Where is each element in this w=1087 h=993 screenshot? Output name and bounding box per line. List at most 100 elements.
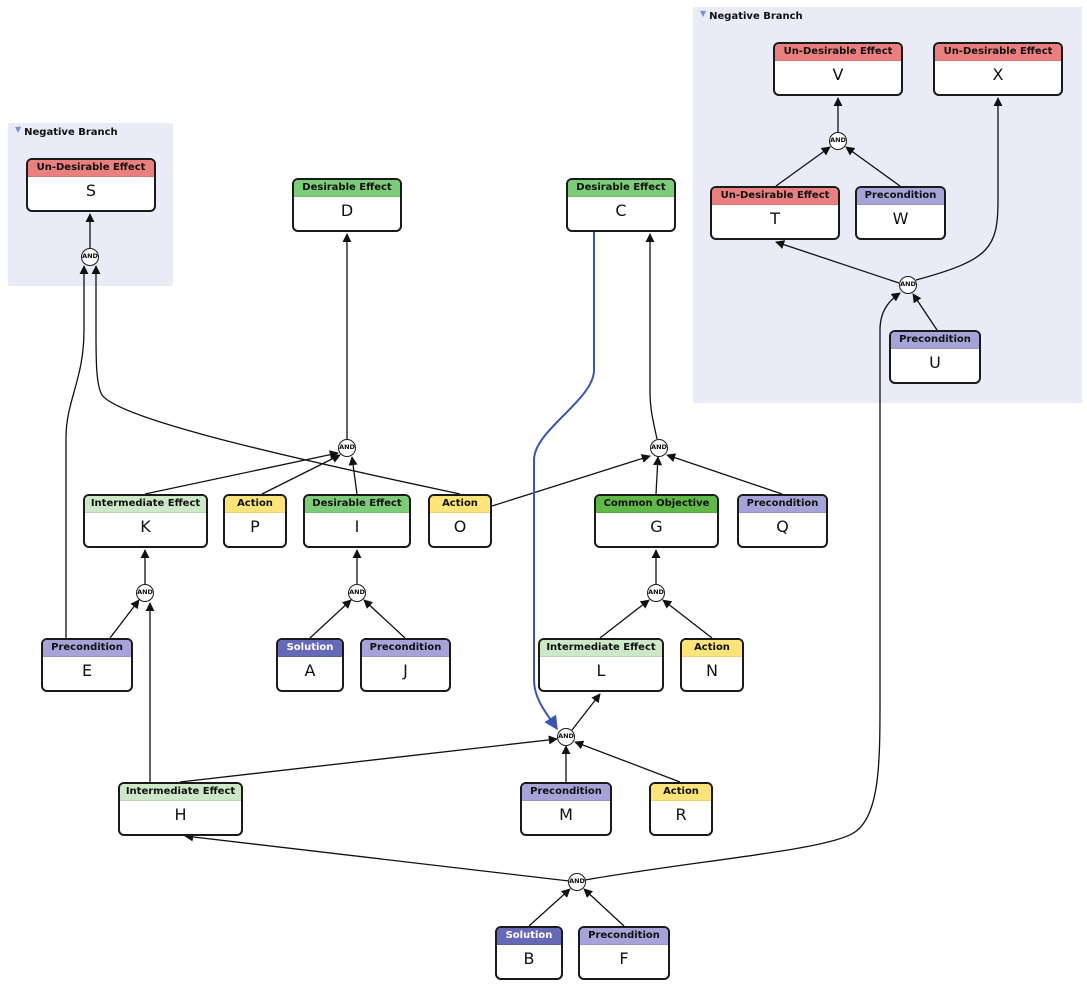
node-label: D xyxy=(340,201,354,220)
edge-O-to-and-S[interactable] xyxy=(91,265,461,495)
and-junction[interactable]: AND xyxy=(647,584,665,602)
edge-E-to-and-K[interactable] xyxy=(109,599,140,639)
edge-C-to-and-L-selected[interactable] xyxy=(533,232,595,731)
edge-and-L-to-L[interactable] xyxy=(571,693,601,731)
node-type-header: Un-Desirable Effect xyxy=(28,160,154,177)
and-junction[interactable]: AND xyxy=(348,584,366,602)
collapse-triangle-icon[interactable]: ▼ xyxy=(15,125,22,134)
node-type-header: Action xyxy=(651,784,711,801)
edge-and-BF-to-and-TX[interactable] xyxy=(584,292,901,881)
node-type-header: Solution xyxy=(497,928,561,945)
edge-B-to-and-BF[interactable] xyxy=(528,888,571,927)
edge-G-to-and-C[interactable] xyxy=(653,456,663,495)
node-label: K xyxy=(140,517,151,536)
group-title[interactable]: ▼Negative Branch xyxy=(700,9,803,22)
edge-K-to-and-D[interactable] xyxy=(144,450,339,495)
node-label: O xyxy=(453,517,467,536)
edge-L-to-and-G[interactable] xyxy=(599,599,650,639)
edge-T-to-and-V[interactable] xyxy=(775,146,831,187)
edge-and-C-to-C[interactable] xyxy=(645,233,658,440)
edge-H-to-and-L[interactable] xyxy=(179,735,558,783)
and-junction[interactable]: AND xyxy=(650,439,668,457)
node-label: P xyxy=(250,517,260,536)
node-label: W xyxy=(892,209,909,228)
edge-E-to-and-S[interactable] xyxy=(65,265,89,638)
edge-N-to-and-G[interactable] xyxy=(662,599,713,639)
node-type-header: Precondition xyxy=(362,640,449,657)
and-junction[interactable]: AND xyxy=(136,584,154,602)
and-junction[interactable]: AND xyxy=(568,873,586,891)
node-type-header: Precondition xyxy=(580,928,668,945)
and-junction[interactable]: AND xyxy=(338,439,356,457)
node-label: G xyxy=(650,517,663,536)
group-title-text: Negative Branch xyxy=(24,127,118,138)
node-label: H xyxy=(174,805,187,824)
edge-and-BF-to-H[interactable] xyxy=(184,832,570,882)
node-type-header: Desirable Effect xyxy=(568,180,674,197)
edge-and-TX-to-X[interactable] xyxy=(915,97,1003,281)
node-type-header: Intermediate Effect xyxy=(120,784,241,801)
edge-J-to-and-I[interactable] xyxy=(363,599,406,639)
node-label: Q xyxy=(776,517,789,536)
edge-A-to-and-I[interactable] xyxy=(309,599,352,639)
collapse-triangle-icon[interactable]: ▼ xyxy=(700,9,707,18)
edge-O-to-and-C[interactable] xyxy=(491,454,651,507)
and-junction[interactable]: AND xyxy=(81,248,99,266)
edge-and-TX-to-T[interactable] xyxy=(775,240,900,284)
edge-W-to-and-V[interactable] xyxy=(845,146,901,187)
node-type-header: Un-Desirable Effect xyxy=(935,44,1061,61)
node-label: F xyxy=(619,949,629,968)
node-type-header: Desirable Effect xyxy=(294,180,400,197)
node-type-header: Intermediate Effect xyxy=(85,496,206,513)
node-label: N xyxy=(706,661,718,680)
and-junction[interactable]: AND xyxy=(899,276,917,294)
node-type-header: Action xyxy=(225,496,285,513)
node-type-header: Precondition xyxy=(739,496,826,513)
node-type-header: Desirable Effect xyxy=(305,496,409,513)
edge-F-to-and-BF[interactable] xyxy=(583,888,625,927)
node-label: V xyxy=(832,65,844,84)
node-label: S xyxy=(85,181,97,200)
group-title[interactable]: ▼Negative Branch xyxy=(15,125,118,138)
and-junction[interactable]: AND xyxy=(829,132,847,150)
edge-P-to-and-D[interactable] xyxy=(261,454,341,495)
edge-I-to-and-D[interactable] xyxy=(348,456,358,495)
node-label: C xyxy=(615,201,627,220)
edge-U-to-and-TX[interactable] xyxy=(912,293,938,331)
node-label: T xyxy=(770,209,780,228)
edge-R-to-and-L[interactable] xyxy=(574,740,681,783)
node-type-header: Un-Desirable Effect xyxy=(775,44,901,61)
edge-Q-to-and-C[interactable] xyxy=(666,453,783,495)
node-type-header: Action xyxy=(430,496,490,513)
and-junction[interactable]: AND xyxy=(557,728,575,746)
node-label: R xyxy=(675,805,687,824)
node-type-header: Common Objective xyxy=(596,496,717,513)
node-label: X xyxy=(992,65,1004,84)
